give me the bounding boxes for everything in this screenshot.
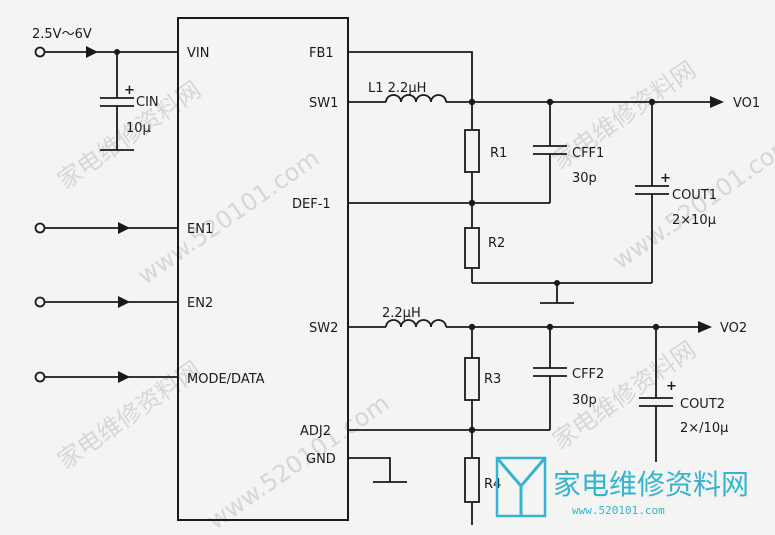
- r3-label: R3: [484, 372, 501, 387]
- vo1-label: VO1: [733, 96, 760, 111]
- site-logo: 家电维修资料网 www.520101.com: [495, 456, 749, 518]
- watermark-url: www.520101.com: [202, 389, 394, 535]
- pin-fb1: FB1: [309, 46, 334, 61]
- ic-body: [177, 17, 349, 521]
- watermark-text: 家电维修资料网: [547, 336, 701, 455]
- watermark-text: 家电维修资料网: [52, 356, 206, 475]
- en2-input: [34, 296, 178, 308]
- pin-gnd: GND: [306, 452, 336, 467]
- vin-input: 2.5V～6V + CIN 10μ: [32, 27, 178, 151]
- pin-sw1: SW1: [309, 96, 338, 111]
- cout2-value: 2×/10μ: [680, 421, 728, 436]
- r1-label: R1: [490, 146, 507, 161]
- cout2-plus: +: [666, 379, 677, 394]
- cff1-value: 30p: [572, 171, 597, 186]
- l2-label: 2.2μH: [382, 306, 421, 321]
- pin-mode: MODE/DATA: [187, 372, 265, 387]
- cin-plus: +: [124, 83, 135, 98]
- cff2-name: CFF2: [572, 367, 604, 382]
- l1-label: L1 2.2μH: [368, 81, 426, 96]
- cin-value: 10μ: [126, 121, 151, 136]
- output1-circuit: L1 2.2μH VO1 R1 R2 CFF1 30p + COUT1 2×10…: [348, 51, 760, 304]
- pin-sw2: SW2: [309, 321, 338, 336]
- cin-name: CIN: [136, 95, 159, 110]
- vo2-label: VO2: [720, 321, 747, 336]
- vin-range-label: 2.5V～6V: [32, 27, 92, 42]
- output2-circuit: 2.2μH VO2 R3 R4 CFF2 30p + COUT2 2×/10μ: [348, 306, 747, 525]
- pin-vin: VIN: [187, 46, 209, 61]
- r4-label: R4: [484, 477, 501, 492]
- en1-input: [34, 222, 178, 234]
- cout1-value: 2×10μ: [672, 213, 716, 228]
- cout1-plus: +: [660, 171, 671, 186]
- cout2-name: COUT2: [680, 397, 725, 412]
- watermark-url: www.520101.com: [132, 144, 324, 290]
- r2-label: R2: [488, 236, 505, 251]
- pin-en2: EN2: [187, 296, 213, 311]
- watermark-layer: 家电维修资料网 www.520101.com 家电维修资料网 www.52010…: [52, 56, 775, 535]
- gnd-connection: [348, 457, 407, 483]
- cff1-name: CFF1: [572, 146, 604, 161]
- cff2-value: 30p: [572, 393, 597, 408]
- mode-input: [34, 371, 178, 383]
- logo-url: www.520101.com: [572, 504, 665, 517]
- pin-adj2: ADJ2: [300, 424, 331, 439]
- pin-def1: DEF-1: [292, 197, 331, 212]
- pin-en1: EN1: [187, 222, 213, 237]
- cout1-name: COUT1: [672, 188, 717, 203]
- logo-text: 家电维修资料网: [553, 468, 749, 501]
- watermark-text: 家电维修资料网: [547, 56, 701, 175]
